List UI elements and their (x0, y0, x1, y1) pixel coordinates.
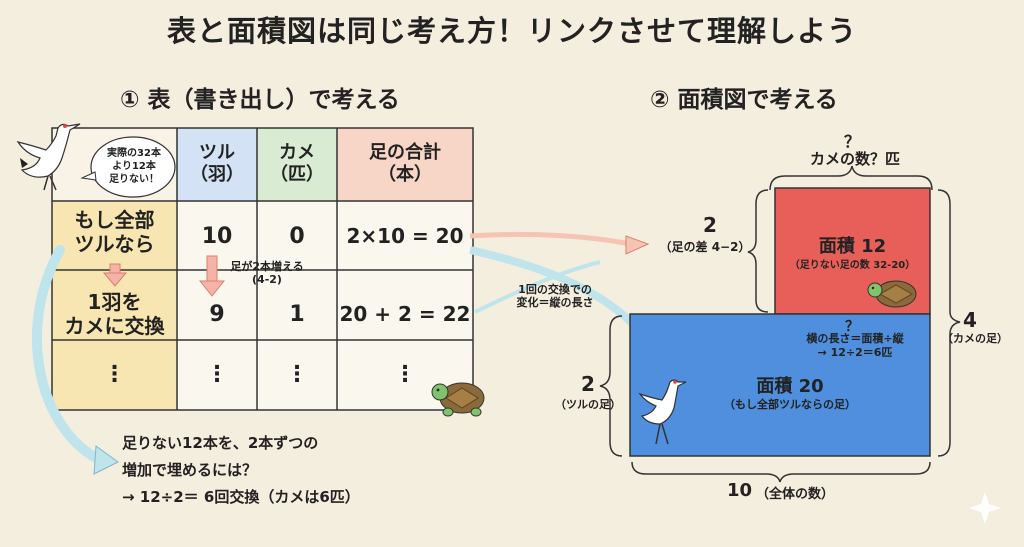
width-formula: 横の長さ＝面積÷縦 → 12÷2＝6匹 (806, 332, 904, 359)
left-number: 2 (581, 372, 595, 396)
bottom-number: 10 (726, 480, 752, 501)
speech-bubble (90, 136, 176, 198)
curved-arrow-to-note (31, 245, 105, 465)
row-label-exchange: 1羽を カメに交換 (64, 290, 165, 338)
header-total: 足の合計 （本） (369, 142, 441, 185)
exchange-change-note: 1回の交換での 変化＝縦の長さ (516, 283, 594, 309)
blue-area-sub: （もし全部ツルならの足） (724, 398, 856, 411)
header-turtle-cell (257, 128, 337, 201)
brace-bottom (631, 461, 931, 483)
brace-diff (747, 189, 769, 313)
row2-crane: 9 (209, 302, 225, 327)
page-title: 表と面積図は同じ考え方！リンクさせて理解しよう (166, 14, 857, 48)
row3-turtle: ⋮ (286, 362, 308, 387)
row1-crane: 10 (201, 224, 233, 249)
brace-left (599, 315, 623, 457)
red-area-sub: （足りない足の数 32-20） (789, 260, 916, 271)
row3-crane: ⋮ (206, 362, 228, 387)
diff-number: 2 (703, 213, 717, 237)
header-turtle: カメ （匹） (270, 142, 324, 185)
table-section-title: ① 表（書き出し）で考える (120, 87, 400, 113)
bubble-text: 実際の32本 より12本 足りない！ (107, 148, 161, 185)
right-label: （カメの足） (942, 332, 1008, 345)
blue-area-title: 面積 20 (756, 376, 824, 397)
left-label: （ツルの足） (555, 398, 621, 411)
row2-turtle: 1 (289, 302, 305, 327)
header-crane: ツル （羽） (190, 142, 244, 185)
top-question: ？ (843, 132, 860, 151)
brace-right (937, 189, 961, 457)
mid-question: ？ (845, 319, 859, 335)
row-label-all-crane: もし全部 ツルなら (74, 208, 155, 256)
area-diagram-section-title: ② 面積図で考える (650, 87, 838, 113)
arrow-to-diff (469, 231, 631, 247)
row3-label: ⋮ (103, 362, 126, 387)
down-arrow-crane (198, 255, 226, 297)
row1-total: 2×10 = 20 (346, 224, 464, 248)
down-arrow-label (102, 263, 128, 287)
bottom-label: （全体の数） (756, 487, 835, 502)
label-column (52, 201, 177, 410)
row2-total: 20 + 2 = 22 (339, 302, 471, 326)
header-total-cell (337, 128, 473, 201)
arrow-change (474, 260, 601, 314)
crane-blue-icon (638, 379, 687, 445)
right-number: 4 (963, 308, 977, 332)
row1-turtle: 0 (289, 224, 305, 249)
sparkle-icon (969, 492, 1001, 524)
bottom-note: 足りない12本を、2本ずつの 増加で埋めるには？ → 12÷2＝ 6回交換（カメ… (122, 434, 360, 506)
brace-top (769, 165, 933, 191)
red-area-title: 面積 12 (818, 236, 887, 257)
diff-label: （足の差 4−2） (659, 240, 751, 254)
increase-note: 足が2本増える (4-2) (230, 260, 304, 286)
row3-total: ⋮ (394, 362, 416, 387)
header-crane-cell (177, 128, 257, 201)
crane-icon (16, 123, 81, 191)
body-cells (177, 201, 473, 410)
top-label: カメの数？匹 (809, 150, 900, 168)
turtle-red-icon (867, 280, 917, 308)
turtle-icon (431, 382, 485, 417)
